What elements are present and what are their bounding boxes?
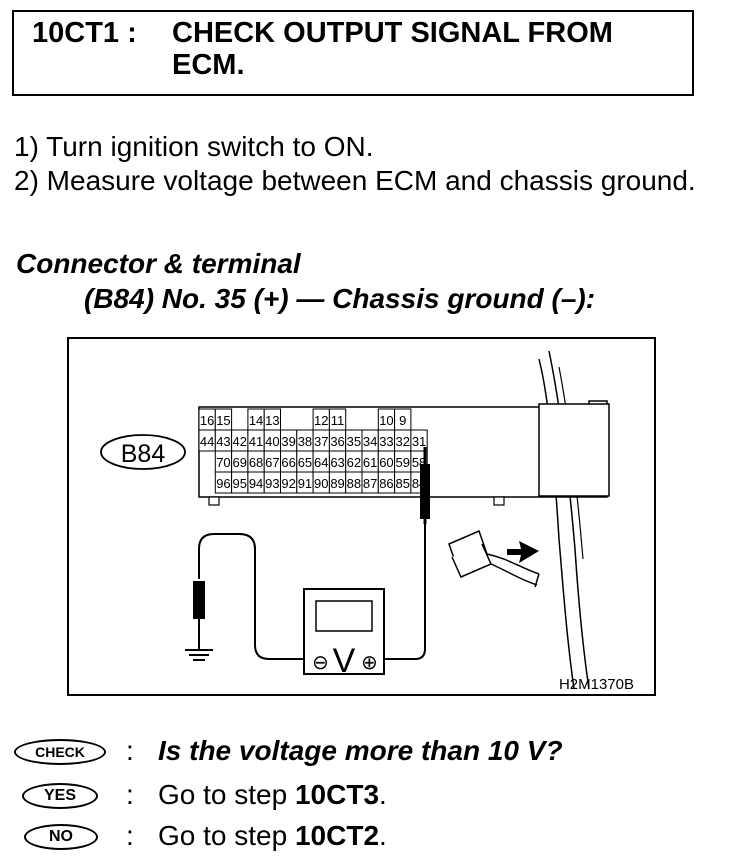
meter-label: V [333,642,356,680]
connector-label-ellipse [100,434,186,470]
negative-lead [198,533,304,660]
terminal-number: 42 [233,434,247,449]
terminal-number: 36 [330,434,344,449]
probe-body [420,464,430,519]
step-title: CHECK OUTPUT SIGNAL FROM ECM. [172,17,613,81]
terminal-number: 43 [216,434,230,449]
step-header-box: 10CT1 : CHECK OUTPUT SIGNAL FROM ECM. [12,10,694,96]
no-colon: : [126,820,134,851]
meter-minus: ⊖ [312,650,329,674]
step-code: 10CT1 : [32,17,137,49]
meter-display [315,600,373,632]
harness-line [538,358,575,690]
terminal-number: 59 [396,455,410,470]
terminal-number: 68 [249,455,263,470]
terminal-number: 40 [265,434,279,449]
terminal-number: 88 [347,476,361,491]
terminal-number: 44 [200,434,214,449]
connector-label: B84 [121,440,166,468]
terminal-number: 69 [233,455,247,470]
terminal-number: 32 [396,434,410,449]
terminal-number: 11 [331,413,345,428]
terminal-number: 65 [298,455,312,470]
terminal-number: 70 [216,455,230,470]
connector-plug-icon [448,529,540,588]
meter-plus: ⊕ [361,650,378,674]
terminal-number: 62 [347,455,361,470]
terminal-number: 64 [314,455,328,470]
check-badge: CHECK [14,739,106,765]
yes-suffix: . [379,779,387,810]
terminal-number: 96 [216,476,230,491]
yes-badge: YES [22,783,98,809]
terminal-number: 92 [281,476,295,491]
terminal-number: 90 [314,476,328,491]
no-suffix: . [379,820,387,851]
terminal-number: 86 [379,476,393,491]
terminal-number: 87 [363,476,377,491]
terminal-number: 31 [412,434,426,449]
terminal-number: 9 [399,413,406,428]
terminal-number: 33 [379,434,393,449]
instruction-1: 1) Turn ignition switch to ON. [14,131,374,162]
terminal-number: 35 [347,434,361,449]
terminal-number: 10 [379,413,393,428]
figure-code: H2M1370B [559,676,634,693]
no-action: Go to step 10CT2. [158,820,387,852]
ground-probe [193,581,205,619]
terminal-number: 91 [298,476,312,491]
terminal-number: 41 [249,434,263,449]
check-question: Is the voltage more than 10 V? [158,735,563,766]
connector-heading: Connector & terminal [16,248,301,279]
terminal-number: 34 [363,434,377,449]
no-badge: NO [24,824,98,850]
positive-lead [379,524,426,660]
terminal-number: 85 [396,476,410,491]
yes-prefix: Go to step [158,779,295,810]
connector-spec: (B84) No. 35 (+) — Chassis ground (–): [84,283,596,314]
terminal-number: 89 [330,476,344,491]
terminal-number: 39 [281,434,295,449]
terminal-number: 61 [363,455,377,470]
terminal-number: 60 [379,455,393,470]
terminal-number: 16 [200,413,214,428]
no-prefix: Go to step [158,820,295,851]
harness-line [548,350,590,690]
yes-action: Go to step 10CT3. [158,779,387,811]
arrow-icon [507,541,539,563]
voltmeter: ⊖ V ⊕ [303,588,385,680]
terminal-number: 95 [233,476,247,491]
yes-target-step[interactable]: 10CT3 [294,779,380,810]
check-colon: : [126,735,134,766]
terminal-number: 94 [249,476,263,491]
terminal-number: 37 [314,434,328,449]
instruction-2: 2) Measure voltage between ECM and chass… [14,165,696,196]
terminal-number: 67 [265,455,279,470]
no-target-step[interactable]: 10CT2 [294,820,380,851]
terminal-number: 12 [314,413,328,428]
terminal-number: 66 [281,455,295,470]
terminal-number: 38 [298,434,312,449]
terminal-number: 15 [216,413,230,428]
terminal-number: 63 [330,455,344,470]
terminal-number: 93 [265,476,279,491]
terminal-number: 14 [249,413,263,428]
terminal-number: 13 [265,413,279,428]
yes-colon: : [126,779,134,810]
